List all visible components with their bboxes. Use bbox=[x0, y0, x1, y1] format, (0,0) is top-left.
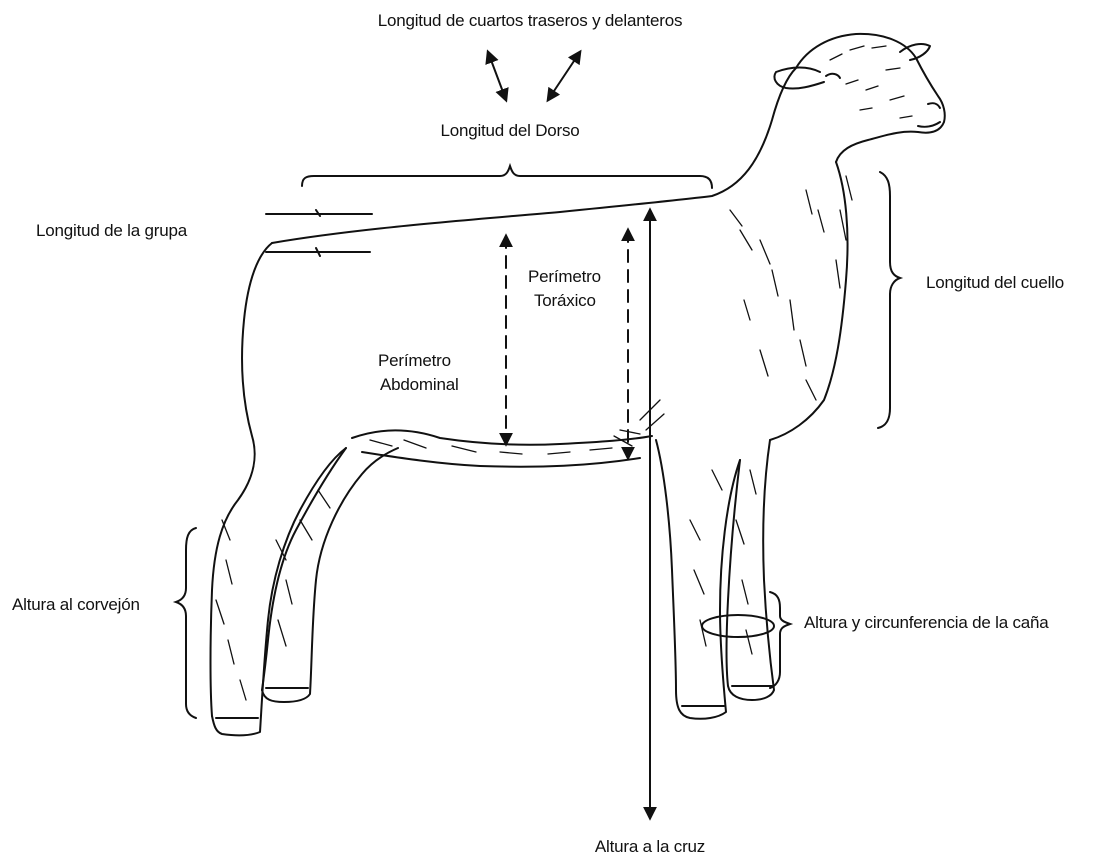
sheep-rump bbox=[211, 243, 273, 716]
sheep-hind-leg-rear bbox=[212, 448, 346, 735]
label-longitud-cuello: Longitud del cuello bbox=[926, 272, 1064, 293]
label-perimetro-toraxico-line2: Toráxico bbox=[534, 290, 596, 311]
sheep-back-line bbox=[272, 68, 796, 243]
sheep-ear bbox=[774, 68, 824, 89]
sheep-hind-leg-near-b bbox=[262, 448, 398, 702]
label-altura-cana: Altura y circunferencia de la caña bbox=[804, 612, 1049, 633]
wool-hatch bbox=[216, 490, 330, 700]
sheep-nose bbox=[928, 103, 940, 108]
sheep-eye bbox=[826, 74, 840, 78]
arrow-cuartos-right bbox=[548, 52, 580, 100]
brace-corvejon bbox=[176, 528, 196, 718]
label-longitud-dorso: Longitud del Dorso bbox=[410, 120, 610, 141]
grupa-tick bbox=[316, 210, 320, 256]
wool-hatch bbox=[640, 400, 664, 430]
wool-hatch bbox=[806, 176, 852, 288]
arrow-cuartos-left bbox=[488, 52, 506, 100]
label-perimetro-abdominal-line1: Perímetro bbox=[378, 350, 451, 371]
sheep-belly bbox=[352, 431, 652, 445]
wool-hatch bbox=[690, 470, 756, 654]
sheep-mouth bbox=[918, 122, 940, 127]
brace-cuello bbox=[878, 172, 900, 428]
brace-cana bbox=[770, 592, 790, 688]
wool-hatch bbox=[830, 46, 912, 118]
brace-dorso bbox=[302, 166, 712, 188]
wool-hatch bbox=[730, 210, 816, 400]
label-longitud-cuartos: Longitud de cuartos traseros y delantero… bbox=[330, 10, 730, 31]
label-altura-cruz: Altura a la cruz bbox=[560, 836, 740, 857]
ellipse-cana bbox=[702, 615, 774, 637]
label-longitud-grupa: Longitud de la grupa bbox=[36, 220, 187, 241]
label-altura-corvejon: Altura al corvejón bbox=[12, 594, 140, 615]
label-perimetro-toraxico-line1: Perímetro bbox=[528, 266, 601, 287]
sheep-hind-leg-near bbox=[262, 448, 346, 690]
label-perimetro-abdominal-line2: Abdominal bbox=[380, 374, 459, 395]
sheep-head bbox=[796, 34, 945, 162]
sheep-belly-lower bbox=[362, 452, 640, 467]
